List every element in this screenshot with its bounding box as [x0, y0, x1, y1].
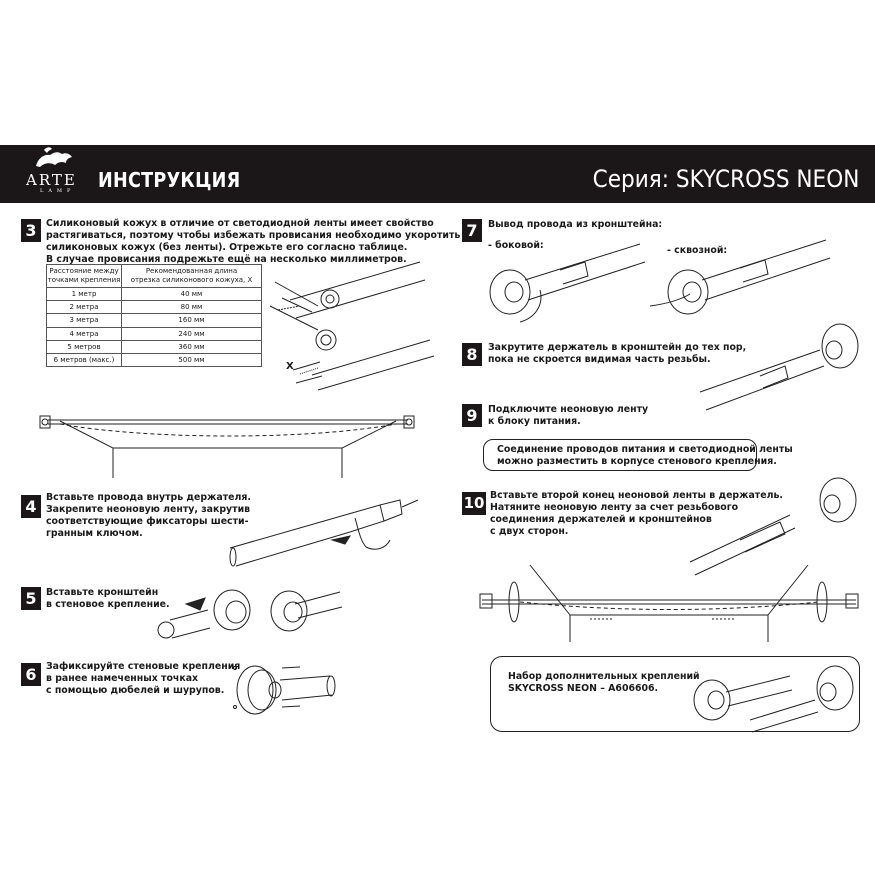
kit-line: SKYCROSS NEON – A606606. — [508, 683, 659, 694]
step-4-line: соответствующие фиксаторы шести- — [46, 516, 249, 527]
header-bar — [0, 145, 875, 203]
side-outlet-illustration — [489, 243, 646, 323]
step-number-5: 5 — [21, 587, 41, 610]
screw-in-illustration — [699, 323, 859, 411]
step-8-text: Закрутите держатель в кронштейн до тех п… — [488, 342, 746, 366]
step-5-line: Вставьте кронштейн — [46, 587, 159, 598]
step-6-line: с помощью дюбелей и шурупов. — [46, 685, 225, 696]
series-title: Серия: SKYCROSS NEON — [592, 165, 859, 193]
step-9-line: к блоку питания. — [488, 416, 581, 427]
step-number-9: 9 — [462, 404, 482, 427]
step-3-line: Силиконовый кожух в отличие от светодиод… — [46, 218, 434, 229]
span-illustration — [39, 415, 415, 478]
step-4-line: Вставьте провода внутрь держателя. — [46, 492, 251, 503]
page-title: ИНСТРУКЦИЯ — [98, 168, 241, 192]
step-9-note: Соединение проводов питания и светодиодн… — [497, 444, 793, 468]
logo-wordmark: ARTE — [26, 171, 77, 189]
kit-text: Набор дополнительных креплений SKYCROSS … — [508, 671, 700, 695]
step-number-3: 3 — [21, 219, 41, 242]
step-8-line: пока не скроется видимая часть резьбы. — [488, 354, 711, 365]
step-number-10: 10 — [462, 492, 486, 515]
step-4-line: гранным ключом. — [46, 528, 143, 539]
step-number-4: 4 — [21, 495, 41, 518]
step-number-6: 6 — [21, 663, 41, 686]
step-7-through-label: - сквозной: — [667, 245, 728, 256]
wall-mount-illustration — [233, 665, 336, 715]
logo-subtext: LAMP — [40, 188, 76, 194]
step-8-line: Закрутите держатель в кронштейн до тех п… — [488, 342, 747, 353]
table-row: 6 метров (макс.)500 мм — [46, 352, 262, 368]
cutting-illustration — [269, 261, 435, 391]
step-6-line: в ранее намеченных точках — [46, 673, 199, 684]
step-9-note-box — [483, 439, 757, 471]
step-4-line: Закрепите неоновую ленту, закрутив — [46, 504, 251, 515]
step-10-line: соединения держателей и кронштейнов — [490, 514, 712, 525]
step-3-line: В случае провисания подрежьте ещё на нес… — [46, 254, 407, 265]
step-9-text: Подключите неоновую ленту к блоку питани… — [488, 404, 648, 428]
step-9-line: Подключите неоновую ленту — [488, 404, 649, 415]
step-6-text: Зафиксируйте стеновые крепления в ранее … — [46, 661, 240, 697]
x-label: X — [286, 361, 294, 372]
bracket-illustration — [157, 589, 343, 639]
step-number-8: 8 — [462, 343, 482, 366]
step-10-line: с двух сторон. — [490, 526, 569, 537]
step-3-line: растягиваться, поэтому чтобы избежать пр… — [46, 230, 461, 241]
step-7-text: Вывод провода из кронштейна: — [488, 219, 663, 230]
step-3-text: Силиконовый кожух в отличие от светодиод… — [46, 218, 460, 266]
step-3-line: силиконовых кожух (без ленты). Отрежьте … — [46, 242, 408, 253]
holder-illustration — [229, 499, 419, 567]
step-6-line: Зафиксируйте стеновые крепления — [46, 661, 241, 672]
step-10-line: Вставьте второй конец неоновой ленты в д… — [490, 490, 783, 501]
step-9-note-line: можно разместить в корпусе стенового кре… — [497, 456, 777, 467]
step-10-line: Натяните неоновую ленту за счет резьбово… — [490, 502, 739, 513]
step-5-line: в стеновое крепление. — [46, 599, 170, 610]
step-9-note-line: Соединение проводов питания и светодиодн… — [497, 444, 793, 455]
step-number-7: 7 — [462, 219, 482, 242]
kit-line: Набор дополнительных креплений — [508, 671, 700, 682]
step-4-text: Вставьте провода внутрь держателя. Закре… — [46, 492, 251, 540]
step-10-text: Вставьте второй конец неоновой ленты в д… — [490, 490, 783, 538]
kit-info-box — [490, 656, 860, 732]
step-7-side-label: - боковой: — [488, 240, 544, 251]
step-5-text: Вставьте кронштейн в стеновое крепление. — [46, 587, 170, 611]
